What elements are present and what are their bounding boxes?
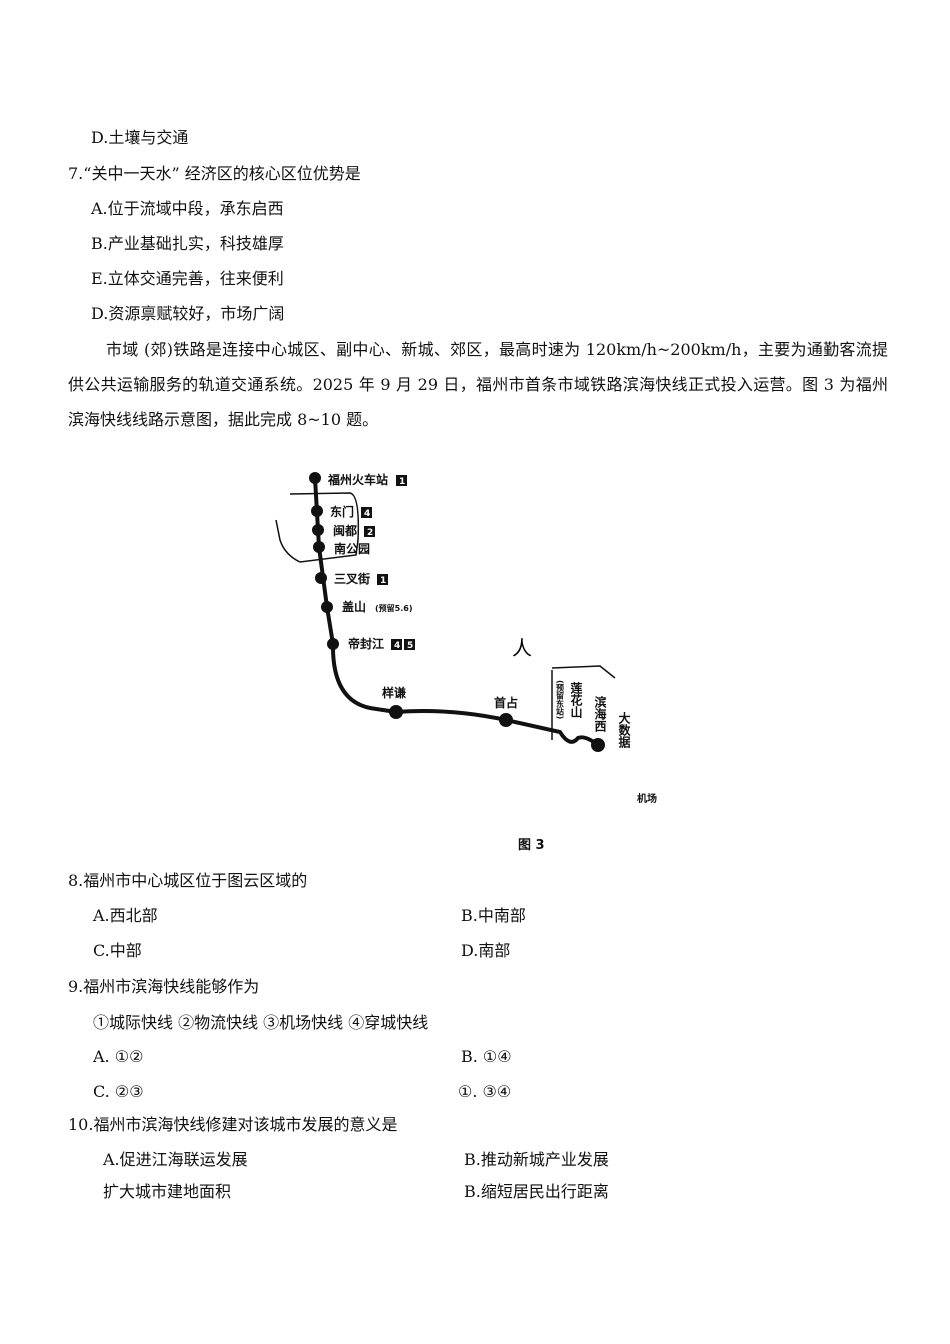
line-number: 4 (364, 509, 370, 519)
station-dongmen: 东门 (330, 504, 354, 519)
line-badge (364, 526, 375, 537)
q8-stem: 8.福州市中心城区位于图云区域的 (68, 871, 308, 890)
q8-option-d: D.南部 (461, 941, 511, 960)
station-shouzhan: 首占 (494, 695, 518, 710)
station-nangongyuan: 南公园 (334, 541, 370, 556)
station-binhaixi: 滨海西 (593, 695, 607, 733)
line-badge (391, 639, 402, 650)
line-badge (361, 507, 372, 518)
q10-option-c: 扩大城市建地面积 (103, 1182, 232, 1201)
q7-option-d: D.资源禀赋较好，市场广阔 (91, 304, 285, 323)
q9-option-b: B. ①④ (461, 1047, 512, 1066)
q8-option-a: A.西北部 (93, 906, 158, 925)
figure-caption: 图 3 (518, 838, 545, 853)
q9-stem: 9.福州市滨海快线能够作为 (68, 977, 260, 996)
station-gaishan-note: (预留5.6) (375, 603, 412, 613)
q8-option-c: C.中部 (93, 941, 142, 960)
airport-label: 机场 (637, 792, 657, 805)
route-line (313, 477, 600, 747)
q10-option-b: B.推动新城产业发展 (464, 1150, 609, 1169)
q9-option-c: C. ②③ (93, 1082, 144, 1101)
q10-option-a: A.促进江海联运发展 (103, 1150, 248, 1169)
q7-option-b: B.产业基础扎实，科技雄厚 (91, 234, 284, 253)
reserved-east-station: (预留东站) (556, 680, 565, 719)
line-number: 5 (407, 641, 413, 651)
figure-3-route-map: 福州火车站 1 东门 4 闽都 2 南公园 三叉街 1 盖山 (预留5.6) 帝… (275, 472, 657, 853)
q6-option-d: D.土壤与交通 (91, 128, 189, 147)
q9-items: ①城际快线 ②物流快线 ③机场快线 ④穿城快线 (93, 1013, 429, 1032)
passage: 市域 (郊)铁路是连接中心城区、副中心、新城、郊区，最高时速为 120km/h~… (68, 340, 888, 429)
station-dashuju: 大数据 (617, 711, 631, 749)
station-gaishan: 盖山 (342, 599, 366, 614)
q10-option-d: B.缩短居民出行距离 (464, 1182, 609, 1201)
station-mindu: 闽都 (333, 523, 357, 538)
line-number: 1 (380, 576, 386, 586)
line-number: 1 (399, 477, 405, 487)
q7-stem: 7.“关中一天水” 经济区的核心区位优势是 (68, 164, 361, 183)
q8-option-b: B.中南部 (461, 906, 526, 925)
marker-char: 人 (512, 636, 532, 660)
line-badge (396, 475, 407, 486)
station-fuzhou: 福州火车站 (327, 472, 388, 487)
station-lianhuashan: 莲花山 (569, 681, 583, 719)
q7-option-c: E.立体交通完善，往来便利 (91, 269, 284, 288)
line-badge (404, 639, 415, 650)
line-number: 2 (367, 528, 373, 538)
q7-option-a: A.位于流域中段，承东启西 (91, 199, 284, 218)
q10-stem: 10.福州市滨海快线修建对该城市发展的意义是 (68, 1115, 398, 1134)
station-sanchajie: 三叉街 (334, 571, 370, 586)
station-dots (309, 472, 605, 752)
q9-option-a: A. ①② (93, 1047, 144, 1066)
station-yangqian: 样谦 (382, 685, 406, 700)
q9-option-d: ①. ③④ (458, 1082, 512, 1101)
station-difengjiang: 帝封江 (348, 636, 384, 651)
line-badge (377, 574, 388, 585)
line-number: 4 (394, 641, 400, 651)
